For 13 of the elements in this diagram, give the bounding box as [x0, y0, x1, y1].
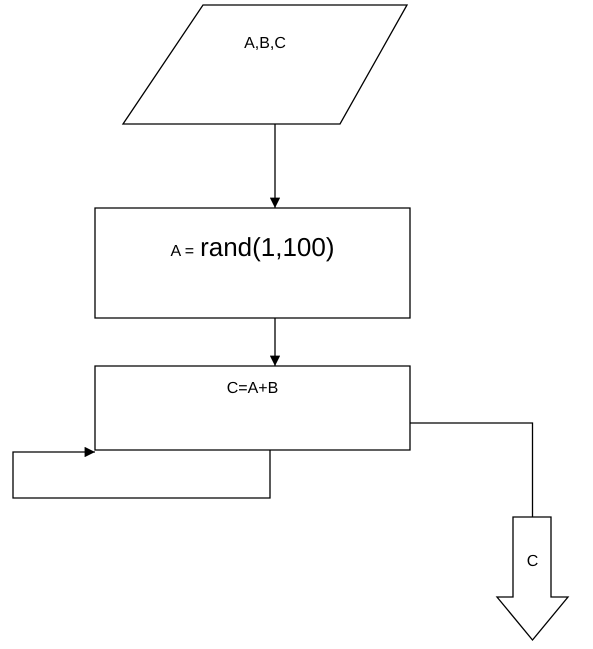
node-text: A,B,C: [244, 35, 286, 52]
process-box: [95, 208, 410, 318]
process-box: [95, 366, 410, 450]
node-text: C=A+B: [226, 380, 278, 397]
node-text: C: [526, 553, 538, 570]
arrow: [270, 318, 280, 366]
connector-line: [410, 422, 534, 517]
variable-label: A =: [170, 243, 194, 260]
output-block-arrow: [497, 517, 568, 640]
node-text: rand(1,100): [200, 232, 334, 262]
input-parallelogram: [123, 5, 407, 124]
arrow: [12, 446, 271, 499]
arrow: [270, 124, 280, 208]
